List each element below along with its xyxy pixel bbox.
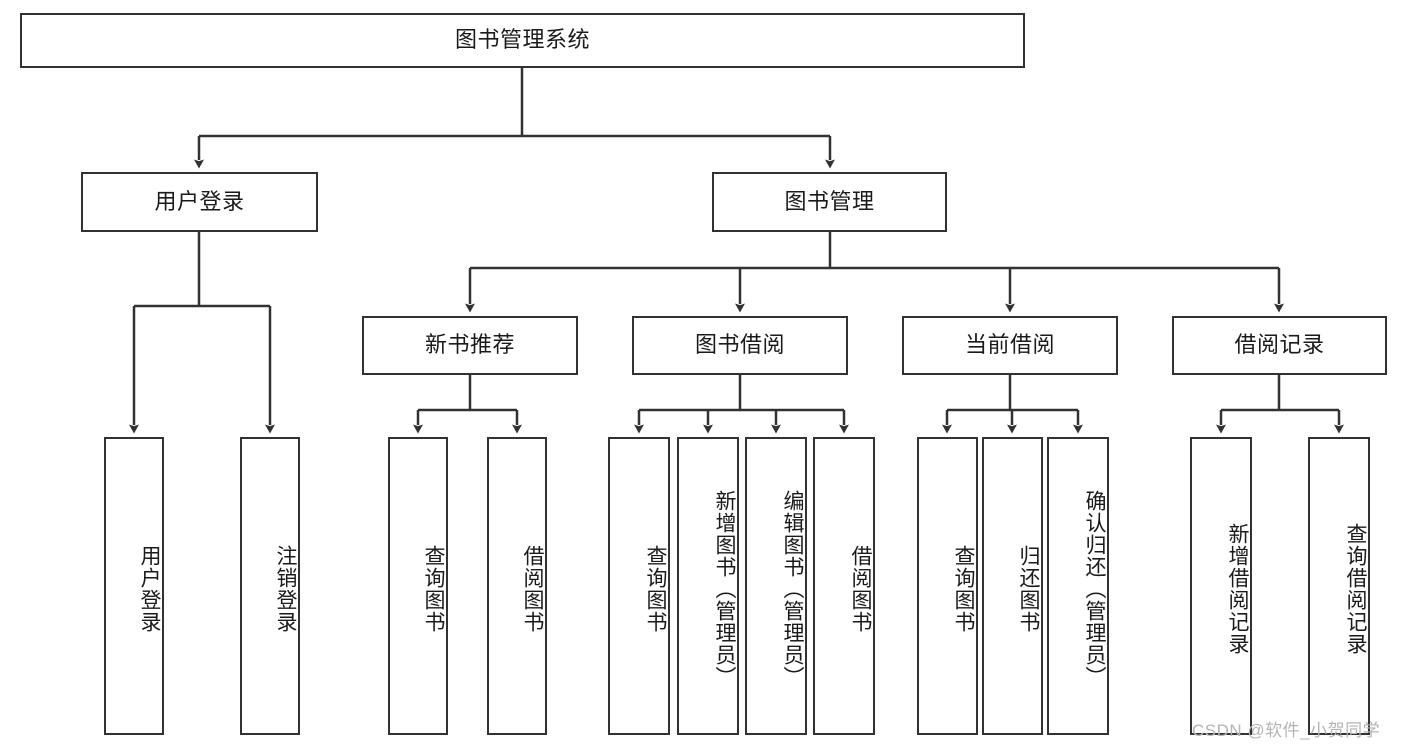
leaf-add-book-admin[interactable]: 新增图书（管理员） bbox=[677, 437, 739, 735]
leaf-query-books-borrowing[interactable]: 查询图书 bbox=[608, 437, 670, 735]
leaf-logout[interactable]: 注销登录 bbox=[240, 437, 300, 735]
leaf-borrow-books-borrowing[interactable]: 借阅图书 bbox=[813, 437, 875, 735]
node-borrow-records[interactable]: 借阅记录 bbox=[1172, 316, 1387, 375]
node-root[interactable]: 图书管理系统 bbox=[20, 13, 1025, 68]
leaf-add-borrow-record[interactable]: 新增借阅记录 bbox=[1190, 437, 1252, 735]
leaf-borrow-books-recommend[interactable]: 借阅图书 bbox=[487, 437, 547, 735]
node-book-borrowing[interactable]: 图书借阅 bbox=[632, 316, 848, 375]
node-user-login[interactable]: 用户登录 bbox=[81, 172, 318, 232]
leaf-edit-book-admin[interactable]: 编辑图书（管理员） bbox=[745, 437, 807, 735]
leaf-return-books[interactable]: 归还图书 bbox=[982, 437, 1043, 735]
leaf-query-books-recommend[interactable]: 查询图书 bbox=[388, 437, 448, 735]
csdn-watermark: CSDN @软件_小贺同学 bbox=[1192, 721, 1381, 740]
leaf-query-books-current[interactable]: 查询图书 bbox=[917, 437, 978, 735]
leaf-user-login[interactable]: 用户登录 bbox=[104, 437, 164, 735]
leaf-query-borrow-record[interactable]: 查询借阅记录 bbox=[1308, 437, 1370, 735]
leaf-confirm-return-admin[interactable]: 确认归还（管理员） bbox=[1047, 437, 1109, 735]
node-new-book-recommendation[interactable]: 新书推荐 bbox=[362, 316, 578, 375]
node-current-borrowing[interactable]: 当前借阅 bbox=[902, 316, 1118, 375]
node-book-management[interactable]: 图书管理 bbox=[712, 172, 947, 232]
